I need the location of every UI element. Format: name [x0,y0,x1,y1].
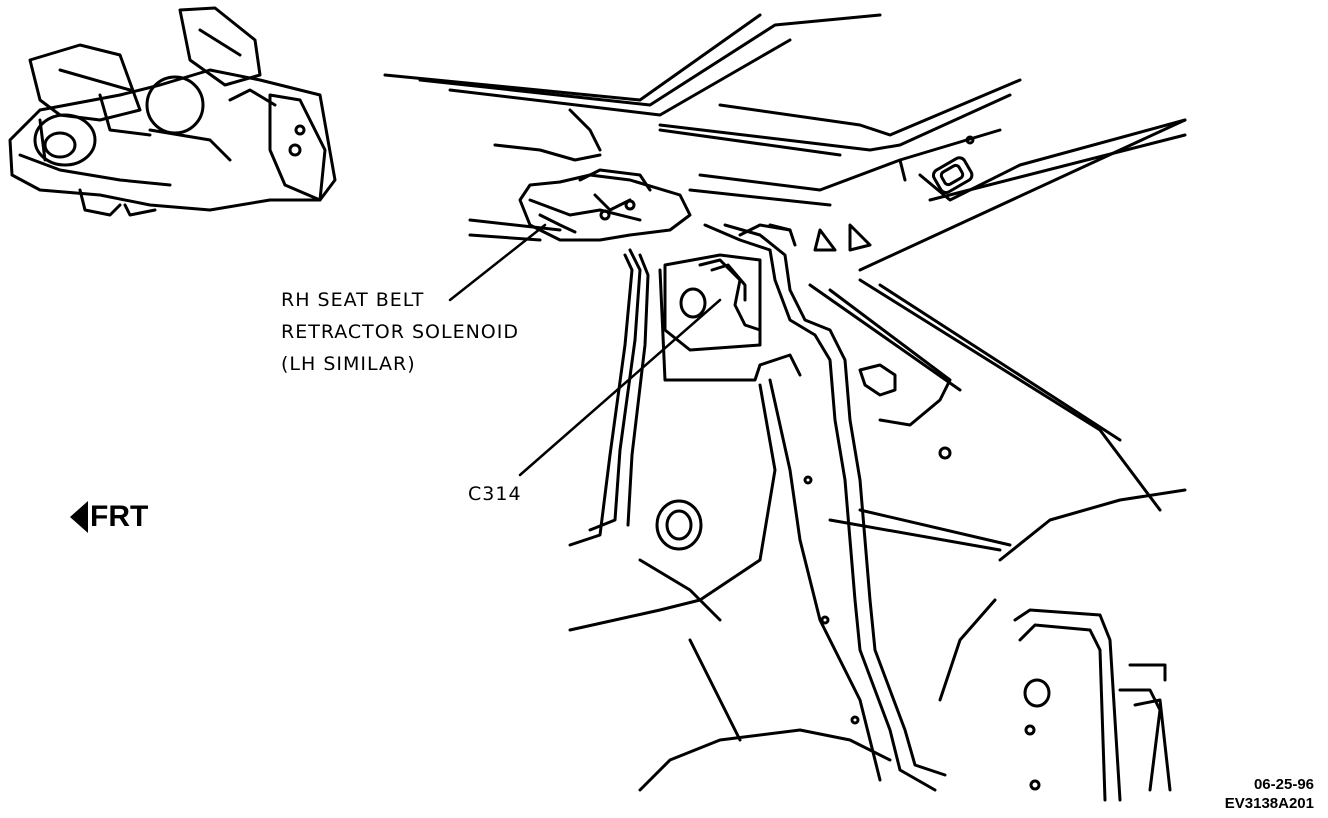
quarter-panel [938,488,1187,802]
solenoid-label-line3: (LH SIMILAR) [281,353,416,375]
roof-panel [383,13,1187,512]
solenoid-leader-line [448,223,547,302]
pillar-trim [568,248,1012,792]
date-code: 06-25-96 [1253,776,1314,793]
leader-lines [448,223,722,477]
wiring-harness [698,223,947,792]
vehicle-locator-thumbnail [8,6,337,217]
solenoid-label-line2: RETRACTOR SOLENOID [281,321,519,343]
solenoid-label-line1: RH SEAT BELT [281,289,425,311]
figure-id: EV3138A201 [1224,795,1314,812]
connector-label: C314 [468,483,522,505]
front-indicator: FRT [70,500,148,534]
left-arrow-icon [70,501,88,533]
seat-belt-retractor-solenoid [518,168,692,242]
c314-leader-line [518,298,722,477]
front-label: FRT [90,500,149,533]
